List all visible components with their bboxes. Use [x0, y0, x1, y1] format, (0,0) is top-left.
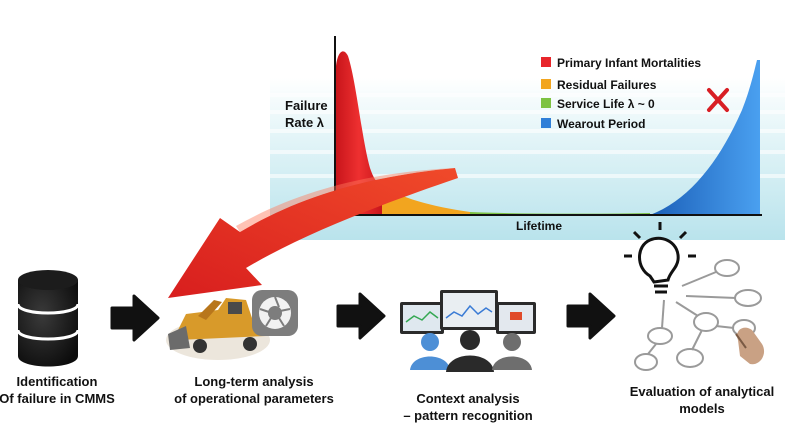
step-label-long-term-analysis-line1: Long-term analysis	[194, 374, 314, 389]
step-label-context-analysis-line1: Context analysis	[416, 391, 520, 406]
primary-infant-mortalities-curve	[336, 51, 382, 216]
wearout-period-curve	[650, 60, 760, 215]
hand-icon	[735, 327, 765, 365]
step-label-long-term-analysis: Long-term analysis of operational parame…	[154, 373, 354, 407]
legend-label-residual-failures: Residual Failures	[557, 78, 657, 92]
legend-label-service-life: Service Life λ ~ 0	[557, 97, 655, 111]
database-icon	[16, 270, 80, 367]
camera-shutter-icon	[252, 290, 298, 336]
analysts-monitors-icon	[400, 290, 536, 372]
legend-swatch-wearout-period	[541, 118, 551, 128]
step-label-long-term-analysis-line2: of operational parameters	[174, 391, 334, 406]
feedback-arrow	[168, 168, 458, 298]
cross-icon	[707, 88, 729, 112]
flow-arrow-1	[110, 294, 160, 342]
flow-arrow-2	[336, 292, 386, 340]
step-label-identification: Identification Of failure in CMMS	[0, 373, 118, 407]
legend-swatch-residual-failures	[541, 79, 551, 89]
step-label-evaluation-line2: models	[679, 401, 725, 416]
bathtub-chart: Failure Rate λ Lifetime Primary Infant M…	[270, 0, 785, 240]
step-label-context-analysis-line2: – pattern recognition	[403, 408, 533, 423]
step-label-evaluation: Evaluation of analytical models	[612, 383, 785, 417]
step-label-context-analysis: Context analysis – pattern recognition	[388, 390, 548, 424]
legend-swatch-primary-infant-mortalities	[541, 57, 551, 67]
flow-arrow-3	[566, 292, 616, 340]
legend-swatch-service-life	[541, 98, 551, 108]
y-axis-label-line1: Failure	[285, 98, 328, 113]
lightbulb-network-icon	[624, 222, 765, 371]
step-label-identification-line1: Identification	[16, 374, 98, 389]
legend-label-primary-infant-mortalities: Primary Infant Mortalities	[557, 56, 701, 70]
mining-loader-icon	[166, 298, 270, 360]
y-axis-label-line2: Rate λ	[285, 115, 325, 130]
chart-legend: Primary Infant Mortalities Residual Fail…	[541, 56, 701, 131]
step-label-identification-line2: Of failure in CMMS	[0, 391, 115, 406]
legend-label-wearout-period: Wearout Period	[557, 117, 645, 131]
x-axis-label: Lifetime	[516, 219, 562, 233]
step-label-evaluation-line1: Evaluation of analytical	[629, 384, 775, 399]
residual-failures-curve	[380, 184, 470, 215]
lightbulb-icon	[624, 222, 696, 294]
